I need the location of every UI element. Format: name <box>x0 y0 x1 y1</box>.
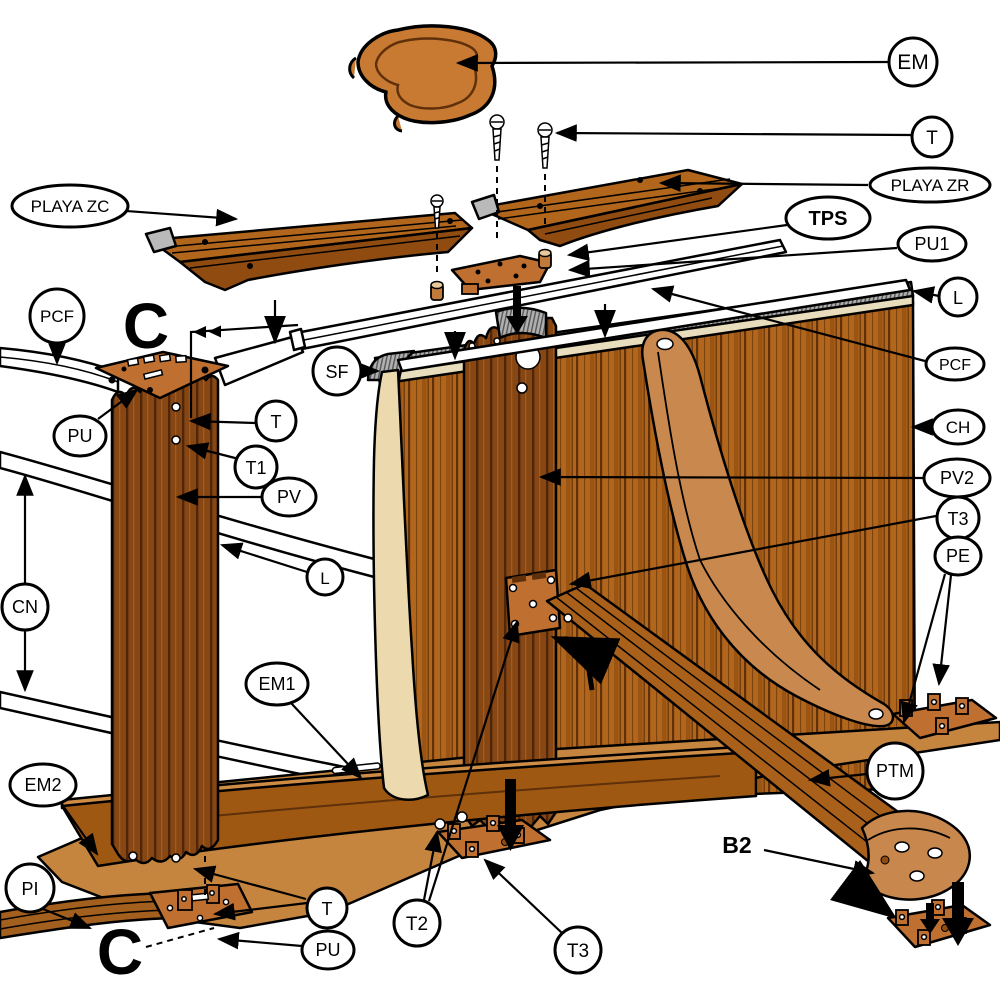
svg-text:T1: T1 <box>245 458 266 478</box>
svg-text:SF: SF <box>325 362 348 382</box>
base-plate-right <box>886 899 992 949</box>
label-t2: T2 <box>392 898 442 948</box>
screw <box>537 122 553 169</box>
svg-text:PLAYA ZC: PLAYA ZC <box>31 197 110 216</box>
coping-playa-zc <box>144 211 474 292</box>
label-cn: CN <box>0 582 50 632</box>
placement-arrows <box>264 300 616 361</box>
hinge-plate <box>504 568 562 638</box>
svg-text:T3: T3 <box>567 941 589 962</box>
section-marker-top <box>189 323 299 418</box>
label-t3-right: T3 <box>935 495 981 541</box>
top-cap <box>348 24 498 133</box>
label-pu-bottom: PU <box>300 929 356 971</box>
label-playa-zc: PLAYA ZC <box>10 183 130 229</box>
label-t3-bottom: T3 <box>553 925 603 975</box>
post-center <box>462 306 558 832</box>
label-ch: CH <box>930 408 986 446</box>
peg <box>538 248 552 269</box>
cover-plate-top-left <box>94 350 230 400</box>
svg-text:T3: T3 <box>947 509 968 529</box>
svg-text:T: T <box>271 412 282 432</box>
svg-text:CN: CN <box>12 597 38 617</box>
liner-flap <box>372 368 430 801</box>
elbow-arrow-br <box>830 860 897 919</box>
label-pi: PI <box>4 862 56 914</box>
label-em1: EM1 <box>244 661 310 707</box>
svg-text:PU1: PU1 <box>914 234 949 254</box>
label-tps: TPS <box>784 195 872 241</box>
svg-text:L: L <box>320 569 329 588</box>
label-t1: T1 <box>233 444 279 490</box>
label-l-top: L <box>937 276 979 318</box>
svg-text:TPS: TPS <box>809 208 848 230</box>
union-plate-tps <box>450 254 552 295</box>
screw <box>489 114 505 161</box>
label-pv2: PV2 <box>922 457 992 499</box>
coping-playa-zr <box>470 168 744 248</box>
svg-text:EM2: EM2 <box>24 775 61 795</box>
label-pu-top: PU <box>52 414 108 458</box>
assembly-direction-arrows <box>497 286 974 946</box>
label-em: EM <box>887 36 939 88</box>
elbow-arrow-mid <box>550 636 621 691</box>
peg <box>430 280 444 301</box>
top-rail-long <box>396 278 912 373</box>
leader-lines <box>16 54 953 950</box>
label-l-mid: L <box>305 557 345 597</box>
svg-text:PLAYA ZR: PLAYA ZR <box>891 176 970 195</box>
label-sf: SF <box>311 345 363 397</box>
svg-text:L: L <box>953 288 963 308</box>
section-marker-bottom-dash <box>145 927 215 948</box>
label-t-post: T <box>254 399 298 443</box>
label-pcf-right: PCF <box>924 346 986 382</box>
svg-text:EM: EM <box>897 51 929 74</box>
screw <box>430 194 444 229</box>
svg-text:PCF: PCF <box>939 357 971 374</box>
svg-text:PCF: PCF <box>40 307 74 326</box>
svg-text:PE: PE <box>946 546 970 566</box>
label-ptm: PTM <box>865 741 925 801</box>
svg-text:T: T <box>926 128 938 149</box>
label-pu1: PU1 <box>896 225 968 263</box>
svg-text:T2: T2 <box>406 914 428 935</box>
svg-text:EM1: EM1 <box>258 674 295 694</box>
svg-text:PU: PU <box>315 940 340 960</box>
section-letter-c-bottom: C <box>97 916 143 988</box>
svg-text:PTM: PTM <box>876 761 914 781</box>
label-pe: PE <box>933 535 983 577</box>
label-t-bottom: T <box>305 886 349 930</box>
svg-text:PV2: PV2 <box>940 468 974 488</box>
label-playa-zr: PLAYA ZR <box>868 166 992 204</box>
svg-text:T: T <box>322 899 333 919</box>
svg-text:PU: PU <box>67 426 92 446</box>
label-em2: EM2 <box>8 762 78 808</box>
section-letter-c-top: C <box>123 290 169 362</box>
label-pv: PV <box>260 476 318 518</box>
label-b2: B2 <box>722 832 751 858</box>
label-pcf-left: PCF <box>28 287 86 345</box>
svg-text:PV: PV <box>277 487 301 507</box>
svg-text:CH: CH <box>946 418 971 437</box>
top-rail-square <box>213 238 788 387</box>
svg-text:PI: PI <box>21 879 38 899</box>
label-t-top: T <box>910 115 954 159</box>
